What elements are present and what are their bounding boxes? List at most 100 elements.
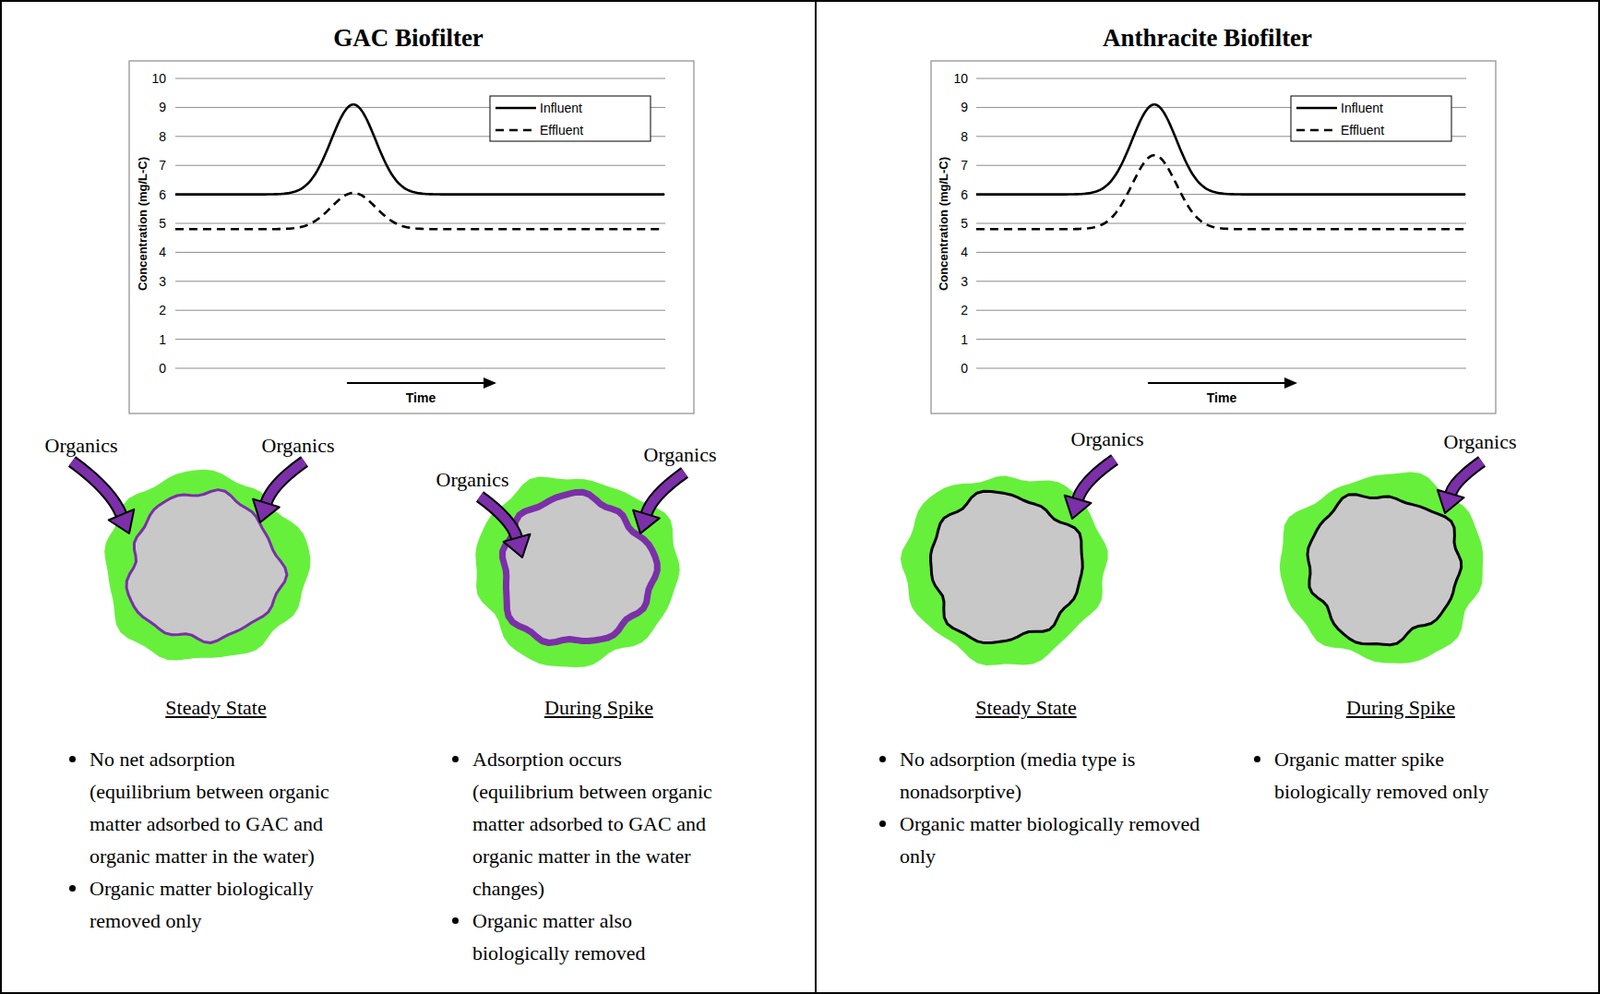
axis-tick: 7	[960, 157, 968, 173]
chart-frame	[129, 60, 694, 414]
bullet-note: Organic matter biologically removed only	[899, 807, 1205, 872]
legend-text: Influent	[539, 100, 583, 116]
grid-line	[175, 310, 666, 311]
legend-sample	[495, 129, 537, 132]
legend-sample	[495, 107, 537, 110]
axis-tick: 8	[158, 129, 167, 144]
grid-line	[976, 165, 1467, 167]
organics-arrow	[266, 461, 306, 503]
time-arrow-head	[1284, 377, 1298, 389]
grid-line	[976, 280, 1467, 282]
axis-tick: 2	[158, 302, 167, 318]
axis-tick: 4	[960, 244, 968, 260]
arrow-label: Organics	[436, 467, 510, 492]
arrow-label: Organics	[1444, 429, 1517, 454]
state-heading: During Spike	[1346, 695, 1456, 720]
legend-text: Effluent	[1340, 122, 1385, 138]
axis-tick: 5	[960, 215, 968, 231]
state-heading: Steady State	[165, 695, 266, 720]
axis-title: Time	[405, 390, 436, 406]
axis-tick: 4	[158, 244, 167, 260]
organics-arrow	[1077, 459, 1115, 500]
grid-line	[175, 280, 666, 282]
state-heading: During Spike	[544, 695, 654, 720]
arrow-label: Organics	[644, 442, 717, 467]
biofilm	[900, 476, 1109, 667]
axis-title: Concentration (mg/L-C)	[936, 155, 951, 290]
legend-text: Influent	[1340, 100, 1384, 116]
organics-arrow	[266, 461, 306, 503]
media-particle	[126, 489, 287, 644]
grid-line	[175, 251, 666, 253]
organics-arrow-head	[632, 510, 660, 534]
effluent-curve	[976, 155, 1466, 229]
axis-tick: 0	[158, 360, 167, 376]
legend-box	[489, 95, 651, 142]
media-particle	[1307, 494, 1462, 645]
grid-line	[175, 78, 666, 80]
organics-arrow	[646, 472, 686, 514]
axis-tick: 10	[151, 71, 167, 86]
grid-line	[175, 223, 666, 225]
arrow-label: Organics	[45, 433, 119, 458]
axis-tick: 6	[960, 187, 968, 203]
organics-arrow-head	[1064, 495, 1092, 519]
grid-line	[976, 338, 1467, 340]
organics-arrow	[1450, 461, 1482, 494]
bullet-note: No adsorption (media type is nonadsorpti…	[899, 742, 1205, 808]
axis-tick: 3	[960, 274, 968, 289]
organics-arrow-head	[1437, 489, 1465, 514]
axis-tick: 5	[158, 215, 167, 231]
organics-arrow	[1450, 461, 1482, 494]
time-arrow	[346, 382, 486, 384]
axis-title: Concentration (mg/L-C)	[135, 155, 150, 290]
grid-line	[175, 368, 666, 370]
axis-tick: 9	[158, 99, 167, 115]
effluent-curve	[175, 192, 665, 229]
axis-tick: 0	[960, 360, 968, 376]
state-heading: Steady State	[975, 695, 1076, 720]
time-arrow	[1147, 382, 1287, 384]
organics-arrow	[71, 461, 122, 515]
organics-arrow	[479, 496, 517, 538]
bullet-note: Adsorption occurs (equilibrium between o…	[472, 742, 724, 905]
grid-line	[976, 78, 1467, 80]
grid-line	[175, 165, 666, 167]
grid-line	[976, 310, 1467, 311]
legend-sample	[1296, 107, 1338, 110]
organics-arrow-head	[503, 534, 531, 558]
legend-box	[1290, 95, 1452, 142]
time-arrow-head	[483, 377, 497, 389]
chart-frame	[931, 60, 1496, 414]
axis-tick: 3	[158, 274, 167, 289]
axis-title: Time	[1206, 390, 1237, 406]
axis-tick: 8	[960, 129, 968, 144]
biofilm	[104, 469, 311, 661]
bullet-note: Organic matter biologically removed only	[89, 871, 341, 937]
panel-title: Anthracite Biofilter	[816, 22, 1599, 54]
organics-arrow	[479, 496, 517, 538]
axis-tick: 10	[953, 71, 968, 86]
panel-title: GAC Biofilter	[1, 22, 815, 54]
grid-line	[976, 223, 1467, 225]
axis-tick: 6	[158, 187, 167, 203]
axis-tick: 2	[960, 302, 968, 318]
axis-tick: 9	[960, 99, 968, 115]
organics-arrow	[646, 472, 686, 514]
grid-line	[976, 251, 1467, 253]
bullet-note: No net adsorption (equilibrium between o…	[89, 742, 341, 872]
legend-text: Effluent	[539, 122, 584, 138]
bullet-note: Organic matter also biologically removed	[472, 904, 724, 969]
grid-line	[175, 338, 666, 340]
organics-arrow	[1077, 459, 1115, 500]
organics-arrow-head	[108, 509, 135, 534]
bullet-note: Organic matter spike biologically remove…	[1274, 742, 1519, 808]
arrow-label: Organics	[1071, 427, 1145, 452]
grid-line	[976, 368, 1467, 370]
arrow-label: Organics	[262, 433, 335, 458]
media-particle	[931, 490, 1084, 643]
axis-tick: 1	[960, 332, 968, 347]
organics-arrow-head	[252, 499, 280, 523]
axis-tick: 7	[158, 157, 167, 173]
axis-tick: 1	[158, 332, 167, 347]
